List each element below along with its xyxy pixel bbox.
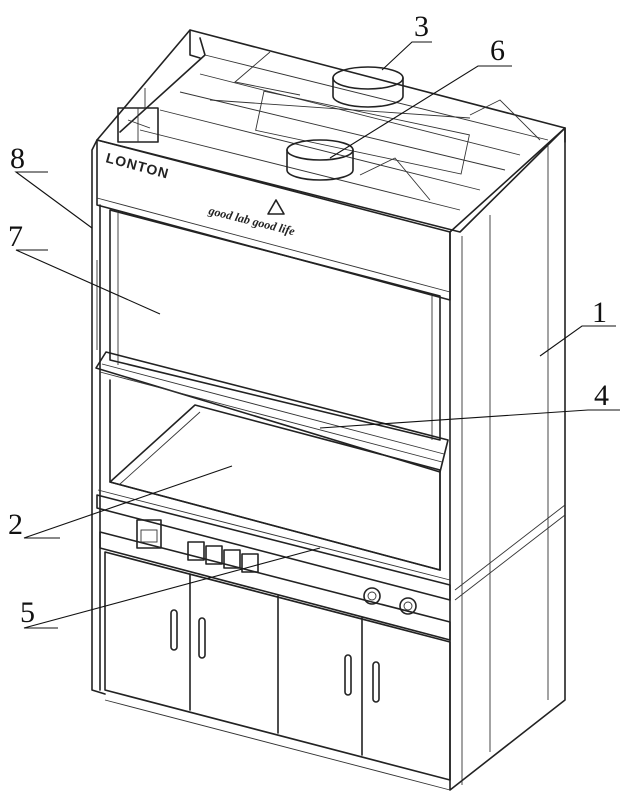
callout-4: 4 <box>594 379 609 412</box>
work-chamber <box>97 380 450 600</box>
left-side-panel <box>92 140 105 694</box>
front-exhaust-duct <box>287 140 353 180</box>
callout-5: 5 <box>20 596 35 629</box>
callout-6: 6 <box>490 34 505 67</box>
callout-3: 3 <box>414 10 429 43</box>
callout-1: 1 <box>592 296 607 329</box>
rear-exhaust-duct <box>333 67 403 107</box>
sash-window <box>110 210 440 440</box>
brand-logo-text: LONTON <box>104 149 171 181</box>
callout-7: 7 <box>8 220 23 253</box>
callout-2: 2 <box>8 508 23 541</box>
callout-8: 8 <box>10 142 25 175</box>
slogan-logo-icon <box>268 200 284 214</box>
control-panel <box>100 520 450 640</box>
base-cabinet <box>105 552 450 790</box>
right-side-panel <box>450 128 565 790</box>
slogan-text: good lab good life <box>206 203 297 238</box>
